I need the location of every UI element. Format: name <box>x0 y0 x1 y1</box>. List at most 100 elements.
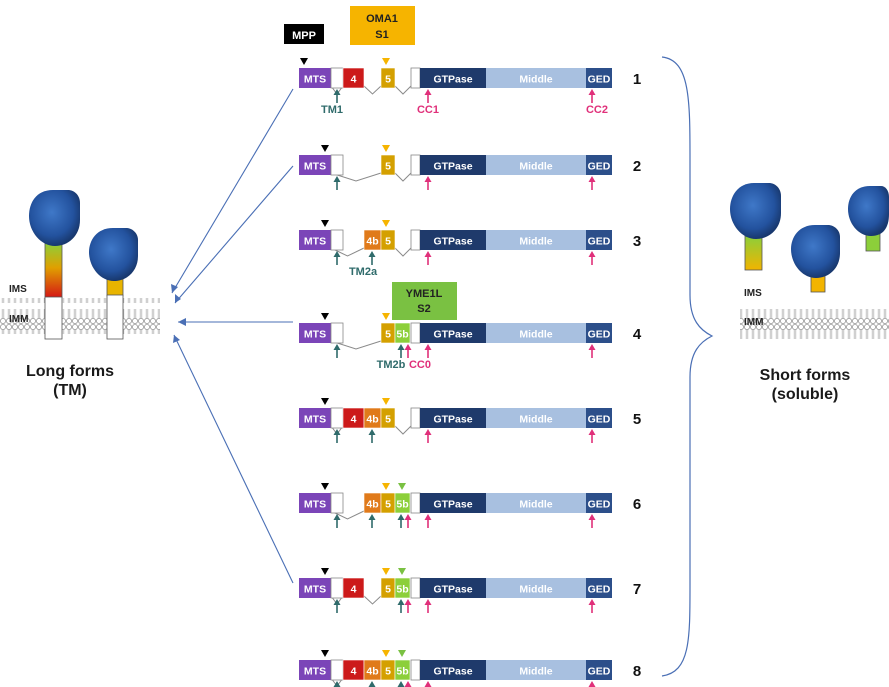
ged-domain <box>586 660 612 680</box>
gtpase-domain <box>420 408 486 428</box>
yme1l-site-marker <box>398 650 406 657</box>
exon-5b <box>394 659 411 681</box>
exon-5b-label: 5b <box>396 584 408 596</box>
oma1-site-marker <box>382 568 390 575</box>
exon-5 <box>380 407 396 429</box>
cc0-arrow <box>404 514 412 528</box>
middle-domain <box>486 230 586 250</box>
mts-label: MTS <box>304 236 326 248</box>
ged-domain <box>586 323 612 343</box>
ged-label: GED <box>588 584 611 596</box>
splice-junction <box>330 510 365 520</box>
long-form-tm-1 <box>44 296 63 340</box>
mpp-site-marker <box>321 398 329 405</box>
tm2a-arrow <box>368 514 376 528</box>
mts-domain <box>299 68 331 88</box>
mts-domain <box>299 578 331 598</box>
long-form-connectors <box>171 88 294 584</box>
tm1-arrow <box>333 429 341 443</box>
ged-domain <box>586 408 612 428</box>
exon-4b-label: 4b <box>366 499 378 511</box>
exon-5b <box>394 492 411 514</box>
exon-5 <box>380 154 396 176</box>
tm1-arrow <box>333 344 341 358</box>
long-form-stem-2 <box>106 278 124 297</box>
spacer-region <box>410 659 421 681</box>
oma1-site-marker <box>382 220 390 227</box>
ged-label: GED <box>588 74 611 86</box>
isoform-number: 4 <box>633 326 642 343</box>
gtpase-label: GTPase <box>433 329 472 341</box>
long-form-head-1 <box>29 190 80 246</box>
middle-domain <box>486 68 586 88</box>
exon-5-label: 5 <box>385 236 391 248</box>
cc1-arrow <box>424 599 432 613</box>
yme1l-site-marker <box>398 568 406 575</box>
yme1l-site-marker <box>398 483 406 490</box>
mts-domain <box>299 493 331 513</box>
mts-label: MTS <box>304 74 326 86</box>
tm1-arrow <box>333 251 341 265</box>
mpp-site-marker <box>321 145 329 152</box>
gtpase-domain <box>420 660 486 680</box>
oma1-site-marker <box>382 313 390 320</box>
oma1-site-marker <box>382 398 390 405</box>
isoform-number: 2 <box>633 158 641 175</box>
mpp-site-marker <box>321 313 329 320</box>
splice-junction <box>330 172 382 182</box>
cc0-arrow <box>404 681 412 687</box>
spacer-region <box>410 577 421 599</box>
middle-domain <box>486 155 586 175</box>
exon-4b-label: 4b <box>366 414 378 426</box>
exon-4-label: 4 <box>351 414 357 426</box>
cc2-label: CC2 <box>586 104 608 116</box>
s1-text: S1 <box>375 29 388 41</box>
mpp-label: MPP <box>284 24 324 44</box>
gtpase-label: GTPase <box>433 236 472 248</box>
cc1-label: CC1 <box>417 104 439 116</box>
ged-domain <box>586 578 612 598</box>
exon-4b-label: 4b <box>366 666 378 678</box>
cc1-arrow <box>424 89 432 103</box>
gtpase-domain <box>420 323 486 343</box>
middle-label: Middle <box>519 74 552 86</box>
oma1-site-marker <box>382 483 390 490</box>
ged-domain <box>586 68 612 88</box>
linker-region <box>330 322 344 344</box>
cc2-arrow <box>588 344 596 358</box>
ged-label: GED <box>588 329 611 341</box>
tm1-arrow <box>333 599 341 613</box>
short-form-stem-3 <box>865 233 881 252</box>
isoform-number: 1 <box>633 71 641 88</box>
long-forms-panel: IMS IMM <box>0 190 160 340</box>
long-form-stem-1 <box>44 242 63 299</box>
spacer-region <box>410 67 421 89</box>
exon-5-label: 5 <box>385 161 391 173</box>
oma1-site-marker <box>382 58 390 65</box>
oma1-site-marker <box>382 650 390 657</box>
tm1-label: TM1 <box>321 104 343 116</box>
oma1-text: OMA1 <box>366 13 398 25</box>
exon-5-label: 5 <box>385 584 391 596</box>
linker-region <box>330 577 344 599</box>
middle-label: Middle <box>519 414 552 426</box>
gtpase-label: GTPase <box>433 74 472 86</box>
gtpase-label: GTPase <box>433 666 472 678</box>
middle-domain <box>486 578 586 598</box>
cc1-arrow <box>424 429 432 443</box>
exon-5b <box>394 577 411 599</box>
gtpase-label: GTPase <box>433 161 472 173</box>
tm2b-arrow <box>397 344 405 358</box>
oma1-site-marker <box>382 145 390 152</box>
gtpase-label: GTPase <box>433 584 472 596</box>
isoform-number: 6 <box>633 496 641 513</box>
exon-5b <box>394 322 411 344</box>
exon-5 <box>380 229 396 251</box>
tm1-arrow <box>333 176 341 190</box>
